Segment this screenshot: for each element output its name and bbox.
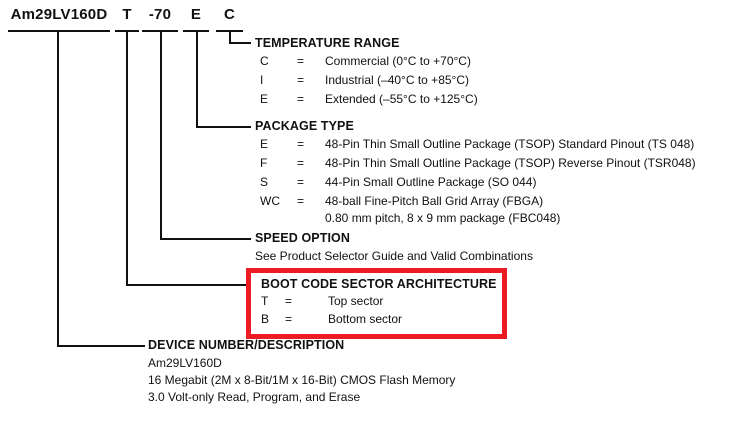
speed-option-note: See Product Selector Guide and Valid Com…	[255, 249, 533, 263]
package-row-so: S = 44-Pin Small Outline Package (SO 044…	[255, 173, 696, 192]
temperature-row-industrial: I = Industrial (–40°C to +85°C)	[255, 71, 478, 90]
connector-line-package-horizontal	[196, 126, 251, 128]
connector-line-boot-vertical	[126, 30, 128, 286]
temperature-range-title: TEMPERATURE RANGE	[255, 36, 400, 50]
option-description: 48-Pin Thin Small Outline Package (TSOP)…	[325, 156, 696, 170]
package-row-tsop-reverse: F = 48-Pin Thin Small Outline Package (T…	[255, 154, 696, 173]
option-description: 44-Pin Small Outline Package (SO 044)	[325, 175, 537, 189]
connector-line-temperature-vertical	[229, 30, 231, 44]
package-row-fbga: WC = 48-ball Fine-Pitch Ball Grid Array …	[255, 192, 696, 211]
part-number-segment-speed: -70	[142, 7, 178, 32]
device-number-section: DEVICE NUMBER/DESCRIPTION Am29LV160D 16 …	[148, 336, 455, 406]
connector-line-temperature-horizontal	[229, 42, 251, 44]
speed-option-title: SPEED OPTION	[255, 231, 350, 245]
option-code: S	[260, 175, 269, 189]
package-row-tsop-standard: E = 48-Pin Thin Small Outline Package (T…	[255, 135, 696, 154]
option-description: 48-ball Fine-Pitch Ball Grid Array (FBGA…	[325, 194, 544, 208]
option-description: Top sector	[328, 294, 384, 308]
equals-sign: =	[297, 73, 305, 87]
equals-sign: =	[285, 294, 293, 308]
option-code: WC	[260, 194, 280, 208]
device-description-line: Am29LV160D	[148, 356, 222, 370]
speed-option-section: SPEED OPTION See Product Selector Guide …	[255, 229, 533, 265]
option-code: B	[261, 312, 270, 326]
package-type-section: PACKAGE TYPE E = 48-Pin Thin Small Outli…	[255, 117, 696, 226]
connector-line-package-vertical	[196, 30, 198, 128]
boot-row-bottom: B = Bottom sector	[261, 310, 502, 328]
package-row-fbga-continuation: 0.80 mm pitch, 8 x 9 mm package (FBC048)	[255, 211, 696, 226]
part-number-segment-device: Am29LV160D	[8, 7, 110, 32]
option-description: Industrial (–40°C to +85°C)	[325, 73, 469, 87]
device-description-line: 3.0 Volt-only Read, Program, and Erase	[148, 390, 361, 404]
boot-code-section-highlight-box: BOOT CODE SECTOR ARCHITECTURE T = Top se…	[246, 268, 507, 339]
boot-row-top: T = Top sector	[261, 292, 502, 310]
option-code: E	[260, 137, 269, 151]
part-number-segment-temperature: C	[216, 7, 243, 32]
option-description: Extended (–55°C to +125°C)	[325, 92, 478, 106]
option-code: F	[260, 156, 268, 170]
part-number-segment-boot: T	[115, 7, 139, 32]
option-code: T	[261, 294, 269, 308]
equals-sign: =	[297, 156, 305, 170]
connector-line-device-horizontal	[57, 345, 145, 347]
equals-sign: =	[285, 312, 293, 326]
equals-sign: =	[297, 92, 305, 106]
connector-line-speed-horizontal	[160, 238, 251, 240]
equals-sign: =	[297, 194, 305, 208]
device-number-title: DEVICE NUMBER/DESCRIPTION	[148, 338, 345, 352]
temperature-row-extended: E = Extended (–55°C to +125°C)	[255, 90, 478, 109]
option-description: 48-Pin Thin Small Outline Package (TSOP)…	[325, 137, 695, 151]
connector-line-boot-horizontal	[126, 284, 246, 286]
connector-line-speed-vertical	[160, 30, 162, 240]
option-description: Bottom sector	[328, 312, 403, 326]
speed-option-note-row: See Product Selector Guide and Valid Com…	[255, 247, 533, 265]
equals-sign: =	[297, 137, 305, 151]
part-number-segment-package: E	[183, 7, 209, 32]
temperature-range-section: TEMPERATURE RANGE C = Commercial (0°C to…	[255, 34, 478, 109]
boot-code-title: BOOT CODE SECTOR ARCHITECTURE	[261, 277, 497, 291]
device-description-line: 16 Megabit (2M x 8-Bit/1M x 16-Bit) CMOS…	[148, 373, 456, 387]
option-code: C	[260, 54, 269, 68]
package-type-title: PACKAGE TYPE	[255, 119, 354, 133]
equals-sign: =	[297, 175, 305, 189]
equals-sign: =	[297, 54, 305, 68]
option-code: I	[260, 73, 264, 87]
option-description-continuation: 0.80 mm pitch, 8 x 9 mm package (FBC048)	[325, 211, 561, 225]
connector-line-device-vertical	[57, 30, 59, 347]
option-code: E	[260, 92, 269, 106]
temperature-row-commercial: C = Commercial (0°C to +70°C)	[255, 52, 478, 71]
option-description: Commercial (0°C to +70°C)	[325, 54, 471, 68]
